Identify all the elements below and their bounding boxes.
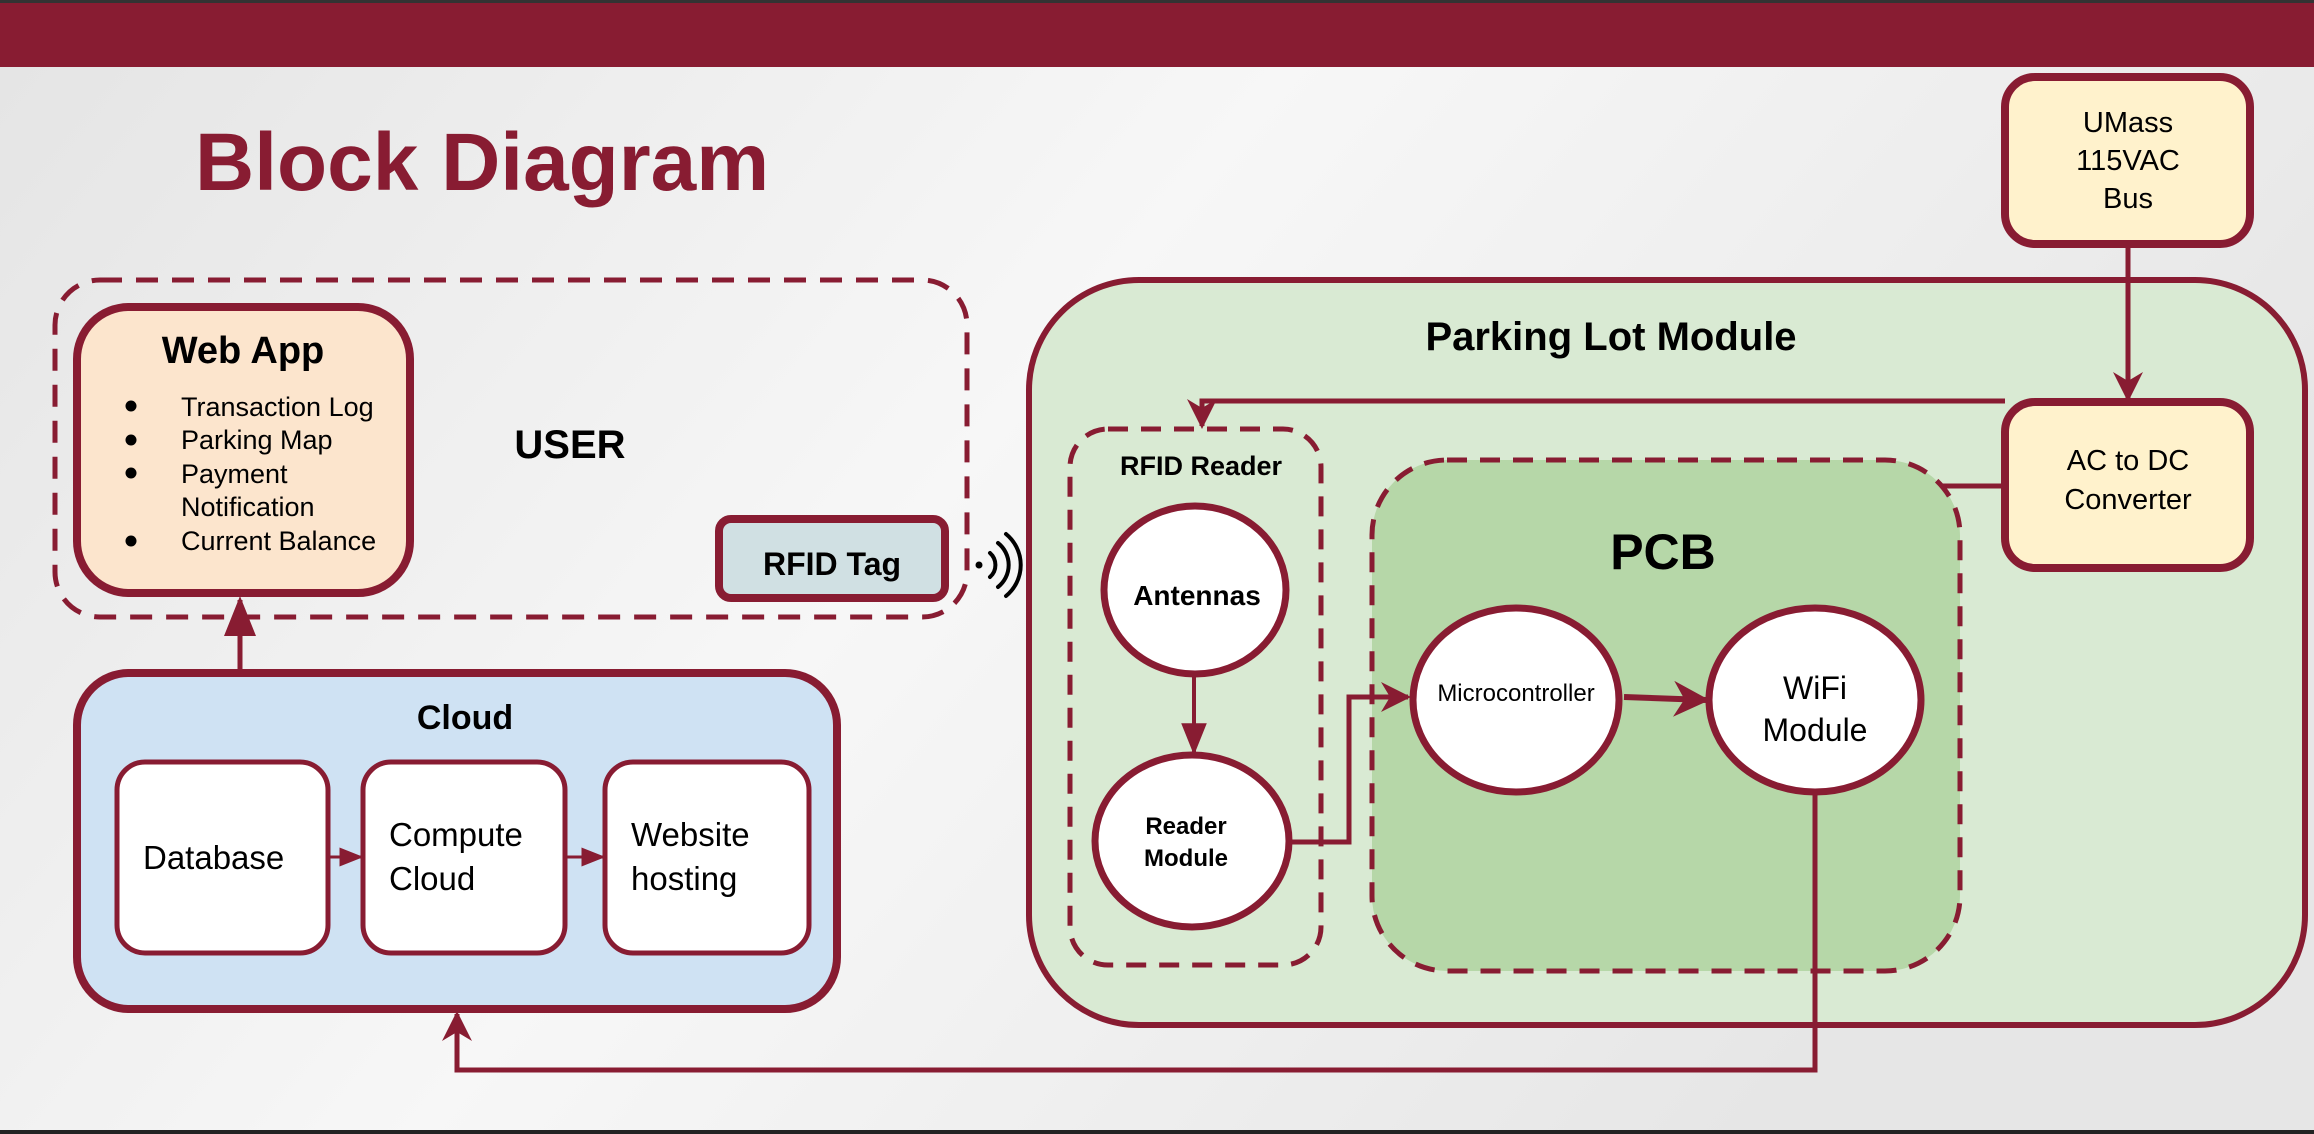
- bullet-icon: [125, 535, 137, 547]
- rfid-tag-box[interactable]: RFID Tag: [715, 515, 949, 602]
- database-shape: [114, 759, 331, 956]
- rfid-reader-title: RFID Reader: [1120, 451, 1283, 481]
- web-app-box[interactable]: Web App Transaction Log Parking Map Paym…: [73, 303, 414, 597]
- antennas-shape: [1100, 502, 1290, 678]
- wireless-signal-icon: [975, 532, 1023, 598]
- converter-shape: [2001, 398, 2254, 572]
- bullet-icon: [125, 467, 137, 479]
- slide-title: Block Diagram: [195, 117, 769, 208]
- reader-module-line1: Reader: [1145, 813, 1226, 840]
- reader-module-node[interactable]: Reader Module: [1091, 751, 1293, 931]
- compute-cloud-label-line2: Cloud: [389, 860, 475, 897]
- wifi-to-cloud-arrow: [442, 794, 1818, 1073]
- umass-bus-line1: UMass: [2083, 107, 2173, 139]
- web-app-title: Web App: [162, 330, 325, 372]
- rfid-tag-label: RFID Tag: [763, 546, 901, 582]
- header-bar: [0, 3, 2314, 67]
- compute-cloud-label-line1: Compute: [389, 816, 523, 853]
- wifi-module-node[interactable]: WiFi Module: [1705, 604, 1925, 796]
- web-app-bullet: Transaction Log: [181, 392, 374, 422]
- rfid-reader-group[interactable]: RFID Reader: [1067, 426, 1324, 968]
- parking-lot-title: Parking Lot Module: [1425, 315, 1796, 359]
- web-app-bullet: Parking Map: [181, 425, 333, 455]
- web-app-bullet: Current Balance: [181, 526, 376, 556]
- reader-to-microcontroller-arrow: [1290, 682, 1411, 845]
- wifi-module-shape: [1705, 604, 1925, 796]
- converter-to-rfid-reader-arrow: [1187, 398, 2005, 429]
- database-block[interactable]: Database: [114, 759, 331, 956]
- wifi-module-line1: WiFi: [1783, 670, 1847, 706]
- bottom-edge: [0, 1130, 2314, 1134]
- web-app-bullet-continued: Notification: [181, 492, 315, 522]
- rfid-reader-boundary: [1067, 426, 1324, 968]
- antennas-label: Antennas: [1133, 580, 1261, 611]
- wifi-module-line2: Module: [1763, 712, 1868, 748]
- microcontroller-shape: [1409, 604, 1623, 796]
- umass-bus-shape: [2001, 73, 2254, 248]
- pcb-title: PCB: [1610, 524, 1716, 580]
- converter-line2: Converter: [2064, 484, 2192, 516]
- rfid-tag-shape: [715, 515, 949, 602]
- umass-bus-line3: Bus: [2103, 183, 2153, 215]
- website-hosting-label-line2: hosting: [631, 860, 737, 897]
- web-app-shape: [73, 303, 414, 597]
- umass-bus-line2: 115VAC: [2076, 145, 2180, 177]
- website-hosting-block[interactable]: Website hosting: [602, 759, 812, 956]
- cloud-title: Cloud: [417, 699, 513, 737]
- website-hosting-label-line1: Website: [631, 816, 750, 853]
- umass-115vac-bus-box[interactable]: UMass 115VAC Bus: [2001, 73, 2254, 248]
- antennas-node[interactable]: Antennas: [1100, 502, 1290, 678]
- compute-cloud-block[interactable]: Compute Cloud: [360, 759, 568, 956]
- reader-module-shape: [1091, 751, 1293, 931]
- reader-module-line2: Module: [1144, 845, 1228, 872]
- top-edge: [0, 0, 2314, 3]
- microcontroller-to-wifi-arrow: [1623, 680, 1710, 717]
- database-label: Database: [143, 839, 284, 876]
- web-app-bullets: Transaction Log Parking Map Payment Noti…: [125, 392, 376, 556]
- ac-to-dc-converter-box[interactable]: AC to DC Converter: [2001, 398, 2254, 572]
- compute-cloud-shape: [360, 759, 568, 956]
- user-group-label: USER: [514, 423, 625, 467]
- user-group-boundary: [52, 277, 970, 620]
- bullet-icon: [125, 400, 137, 412]
- bullet-icon: [125, 434, 137, 446]
- converter-line1: AC to DC: [2067, 445, 2189, 477]
- microcontroller-node[interactable]: Microcontroller: [1409, 604, 1623, 796]
- web-app-bullet: Payment: [181, 459, 288, 489]
- website-hosting-shape: [602, 759, 812, 956]
- microcontroller-label: Microcontroller: [1437, 680, 1594, 707]
